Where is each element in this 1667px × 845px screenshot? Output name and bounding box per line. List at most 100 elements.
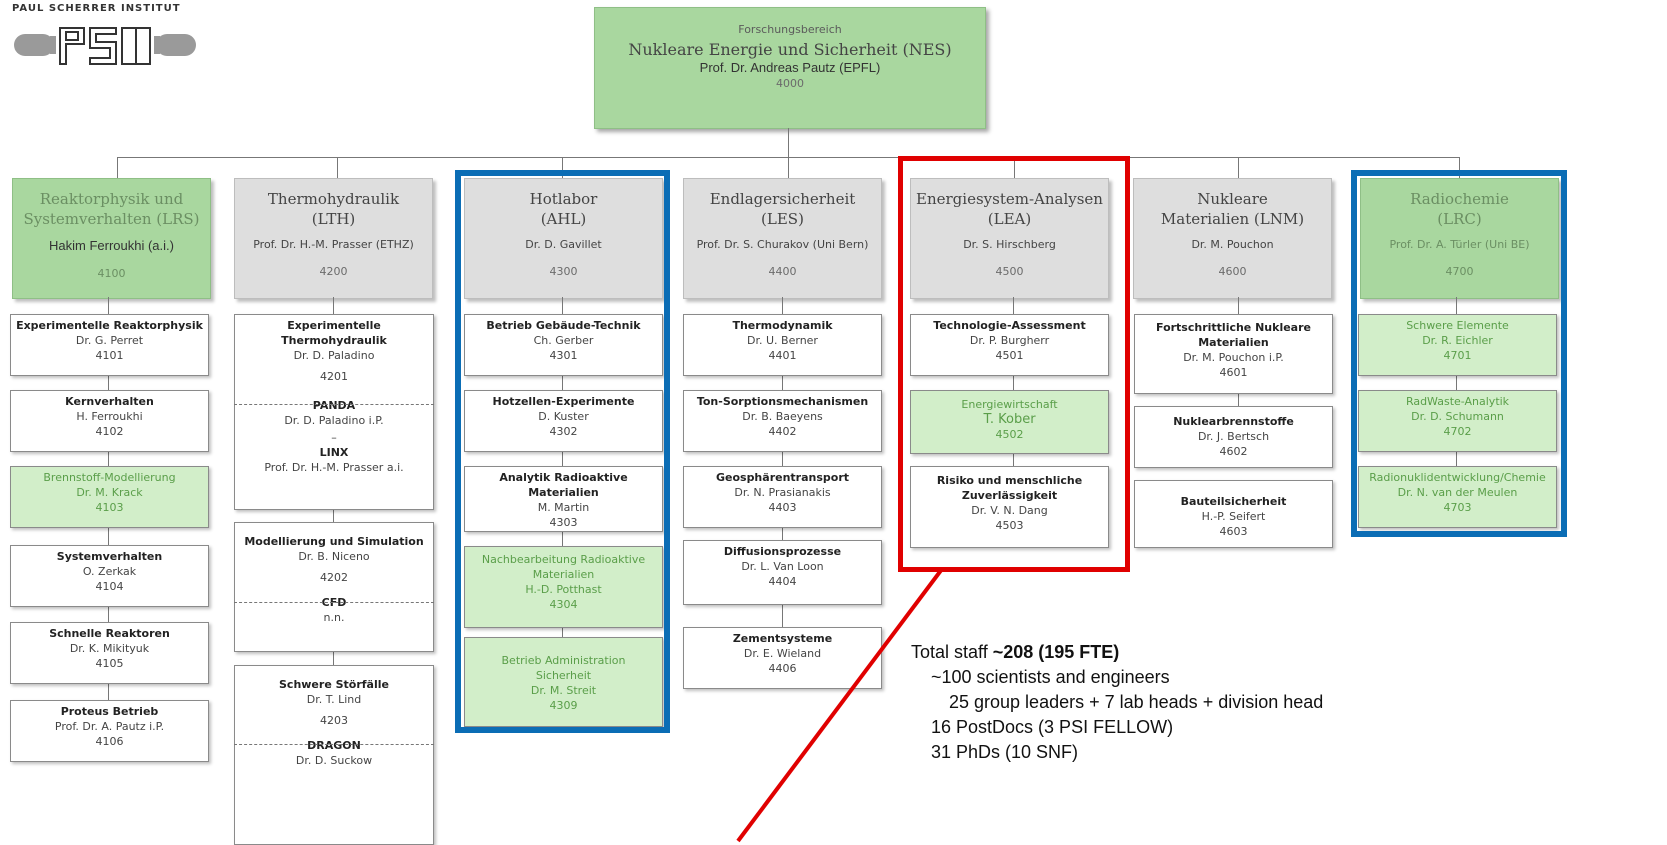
unit-title: Zementsysteme — [732, 632, 833, 645]
unit-head: Dr. E. Wieland — [743, 647, 822, 660]
dept-number: 4200 — [319, 265, 348, 278]
unit-4601: Fortschrittliche Nukleare Materialien Dr… — [1134, 314, 1333, 394]
highlight-frame-lea — [898, 156, 1130, 572]
unit-title: Materialien — [1198, 336, 1269, 349]
unit-head: H. Ferroukhi — [76, 410, 143, 423]
unit-title: Technologie-Assessment — [933, 319, 1086, 332]
unit-4401: Thermodynamik Dr. U. Berner 4401 — [683, 314, 882, 376]
unit-title: DRAGON — [307, 739, 361, 752]
unit-head: H.-D. Potthast — [525, 583, 602, 596]
unit-4302: Hotzellen-Experimente D. Kuster 4302 — [464, 390, 663, 452]
dept-title-line2: (AHL) — [540, 210, 587, 228]
unit-title: Ton-Sorptionsmechanismen — [696, 395, 869, 408]
stats-total: Total staff ~208 (195 FTE) — [911, 640, 1323, 665]
unit-head: Dr. M. Streit — [530, 684, 597, 697]
dept-number: 4500 — [995, 265, 1024, 278]
unit-head: Dr. P. Burgherr — [969, 334, 1050, 347]
dept-ahl: Hotlabor (AHL) Dr. D. Gavillet 4300 — [464, 178, 663, 299]
unit-4701: Schwere Elemente Dr. R. Eichler 4701 — [1358, 314, 1557, 376]
unit-4309: Betrieb Administration Sicherheit Dr. M.… — [464, 637, 663, 727]
unit-code: 4503 — [995, 519, 1024, 532]
unit-code: 4702 — [1443, 425, 1472, 438]
unit-title: Brennstoff-Modellierung — [43, 471, 176, 484]
connector-drop — [117, 157, 118, 178]
unit-code: 4703 — [1443, 501, 1472, 514]
unit-code: 4202 — [320, 571, 348, 584]
unit-4103: Brennstoff-Modellierung Dr. M. Krack 410… — [10, 466, 209, 528]
unit-4101: Experimentelle Reaktorphysik Dr. G. Perr… — [10, 314, 209, 376]
highlight-frame-ahl — [455, 170, 670, 733]
stats-line: ~100 scientists and engineers — [931, 667, 1170, 687]
division-box: Forschungsbereich Nukleare Energie und S… — [594, 7, 986, 129]
connector-drop — [337, 157, 338, 178]
unit-code: 4403 — [768, 501, 797, 514]
unit-code: 4302 — [549, 425, 578, 438]
unit-head: n.n. — [323, 611, 345, 624]
unit-code: 4601 — [1219, 366, 1248, 379]
unit-4703: Radionuklidentwicklung/Chemie Dr. N. van… — [1358, 466, 1557, 528]
unit-4402: Ton-Sorptionsmechanismen Dr. B. Baeyens … — [683, 390, 882, 452]
dept-title-line1: Endlagersicherheit — [709, 190, 856, 208]
unit-title: Thermohydraulik — [281, 334, 387, 347]
unit-title: Geosphärentransport — [715, 471, 850, 484]
unit-4304: Nachbearbeitung Radioaktive Materialien … — [464, 546, 663, 628]
unit-head: Ch. Gerber — [533, 334, 594, 347]
unit-code: 4103 — [95, 501, 124, 514]
unit-code: 4104 — [95, 580, 124, 593]
unit-title: Kernverhalten — [65, 395, 154, 408]
unit-title: Sicherheit — [535, 669, 592, 682]
unit-head: Dr. D. Suckow — [295, 754, 373, 767]
unit-head: Prof. Dr. H.-M. Prasser a.i. — [264, 461, 404, 474]
unit-separator: – — [331, 431, 337, 444]
column-spine — [782, 297, 783, 627]
unit-4404: Diffusionsprozesse Dr. L. Van Loon 4404 — [683, 540, 882, 605]
unit-title: Schwere Elemente — [1406, 319, 1509, 332]
unit-title: Nuklearbrennstoffe — [1173, 415, 1294, 428]
unit-title: Experimentelle — [287, 319, 381, 332]
unit-title: PANDA — [312, 399, 356, 412]
division-name: Nukleare Energie und Sicherheit (NES) — [628, 40, 952, 59]
dept-number: 4100 — [97, 267, 126, 280]
unit-code: 4105 — [95, 657, 124, 670]
unit-head: O. Zerkak — [82, 565, 137, 578]
dept-number: 4600 — [1218, 265, 1247, 278]
unit-4702: RadWaste-Analytik Dr. D. Schumann 4702 — [1358, 390, 1557, 452]
unit-head: Dr. U. Berner — [747, 334, 818, 347]
division-number: 4000 — [776, 77, 804, 90]
unit-code: 4402 — [768, 425, 797, 438]
unit-code: 4303 — [549, 516, 578, 529]
dept-title-line2: (LEA) — [987, 210, 1032, 228]
unit-code: 4502 — [995, 428, 1024, 441]
unit-head: H.-P. Seifert — [1201, 510, 1266, 523]
unit-title: Betrieb Gebäude-Technik — [486, 319, 641, 332]
staff-stats: Total staff ~208 (195 FTE) ~100 scientis… — [911, 640, 1323, 765]
dept-number: 4300 — [549, 265, 578, 278]
dept-title-line1: Radiochemie — [1410, 190, 1509, 208]
psi-logo — [14, 24, 196, 66]
dept-number: 4400 — [768, 265, 797, 278]
unit-code: 4301 — [549, 349, 578, 362]
connector-trunk — [788, 128, 789, 157]
dept-number: 4700 — [1445, 265, 1474, 278]
column-spine — [1013, 297, 1014, 467]
stats-line: 31 PhDs (10 SNF) — [931, 742, 1079, 762]
dept-head: Dr. M. Pouchon — [1191, 238, 1274, 251]
connector-drop — [1014, 157, 1015, 178]
unit-head: Dr. B. Baeyens — [742, 410, 823, 423]
unit-code: 4309 — [549, 699, 578, 712]
unit-4303: Analytik Radioaktive Materialien M. Mart… — [464, 466, 663, 532]
unit-head: Dr. G. Perret — [75, 334, 144, 347]
unit-title: LINX — [319, 446, 349, 459]
unit-code: 4201 — [320, 370, 348, 383]
unit-head: Dr. J. Bertsch — [1197, 430, 1270, 443]
unit-head: Dr. T. Lind — [306, 693, 362, 706]
unit-head: Dr. D. Paladino i.P. — [284, 414, 384, 427]
unit-4104: Systemverhalten O. Zerkak 4104 — [10, 545, 209, 607]
unit-head: Dr. R. Eichler — [1422, 334, 1493, 347]
dept-title-line1: Energiesystem-Analysen — [916, 190, 1103, 208]
unit-title: RadWaste-Analytik — [1405, 395, 1510, 408]
dept-title-line1: Nukleare — [1197, 190, 1268, 208]
dept-head: Prof. Dr. A. Türler (Uni BE) — [1389, 238, 1530, 251]
dashed-divider — [234, 404, 434, 405]
unit-4203: Schwere Störfälle Dr. T. Lind 4203 DRAGO… — [234, 665, 434, 845]
